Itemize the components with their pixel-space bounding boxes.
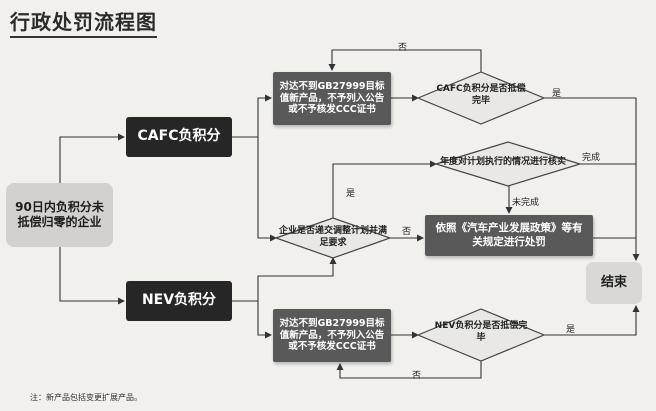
label-no-adjust: 否 (402, 227, 412, 237)
nev-check-diamond (416, 308, 546, 362)
label-no-bottom: 否 (412, 371, 422, 381)
edge-nevcheck-yes (544, 305, 640, 336)
bottom-restriction-box: 对达不到GB27999目标值新产品，不予列入公告或不予核发CCC证书 (273, 309, 391, 362)
label-done: 完成 (582, 153, 601, 163)
page-title: 行政处罚流程图 (10, 6, 157, 38)
edge-cafccheck-no (328, 49, 482, 73)
cafc-check-diamond (416, 71, 546, 125)
edge-adjust-yes (332, 160, 437, 220)
edge-nev-bottombox (257, 301, 272, 339)
edge-nevcheck-no (336, 360, 482, 379)
edge-cafc-adjust (257, 137, 277, 242)
penalty-box: 依照《汽车产业发展政策》等有关规定进行处罚 (425, 215, 593, 256)
top-restriction-box: 对达不到GB27999目标值新产品，不予列入公告或不予核发CCC证书 (273, 72, 391, 125)
nev-node: NEV负积分 (126, 281, 232, 321)
cafc-check-text: CAFC负积分是否抵偿完毕 (436, 84, 526, 106)
edge-nev-adjust (232, 257, 337, 302)
label-no-top: 否 (398, 43, 408, 53)
nev-check-text: NEV负积分是否抵偿完毕 (434, 321, 528, 343)
cafc-node: CAFC负积分 (126, 117, 232, 157)
edge-start-nev (59, 247, 125, 305)
label-not-done: 未完成 (512, 198, 540, 208)
edge-cafc-topbox (232, 94, 272, 138)
footnote: 注：新产品包括变更扩展产品。 (30, 393, 142, 402)
end-node: 结束 (586, 262, 642, 304)
start-node: 90日内负积分未抵偿归零的企业 (6, 183, 113, 247)
label-yes-cafc: 是 (552, 89, 562, 99)
label-yes-adjust: 是 (346, 189, 356, 199)
adjust-check-diamond (274, 217, 392, 259)
edge-cafccheck-yes (544, 97, 640, 261)
edge-start-cafc (59, 133, 125, 183)
plan-check-diamond (433, 141, 583, 187)
plan-check-text: 年度对计划执行的情况进行核实 (439, 157, 566, 168)
adjust-check-text: 企业是否递交调整计划并满足要求 (278, 226, 387, 248)
label-yes-nev: 是 (566, 325, 576, 335)
